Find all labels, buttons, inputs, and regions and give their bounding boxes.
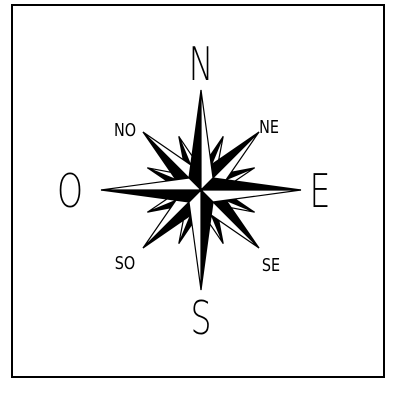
rose-center-pin <box>199 188 203 192</box>
rose-point-east-light-half <box>201 190 301 202</box>
rose-point-east-dark-half <box>201 178 301 190</box>
rose-point-north-dark-half <box>189 90 201 190</box>
rose-point-west-dark-half <box>101 190 201 202</box>
label-northwest: NO <box>114 119 136 140</box>
rose-point-north-light-half <box>201 90 213 190</box>
label-southeast: SE <box>262 254 280 275</box>
rose-point-west-light-half <box>101 178 201 190</box>
label-south: S <box>190 293 211 346</box>
label-north: N <box>189 39 214 92</box>
label-northeast: NE <box>259 116 279 137</box>
rose-point-south-dark-half <box>201 190 213 290</box>
rose-point-south-light-half <box>189 190 201 290</box>
label-southwest: SO <box>115 252 135 273</box>
label-east: E <box>310 166 331 219</box>
label-west: O <box>57 166 83 219</box>
